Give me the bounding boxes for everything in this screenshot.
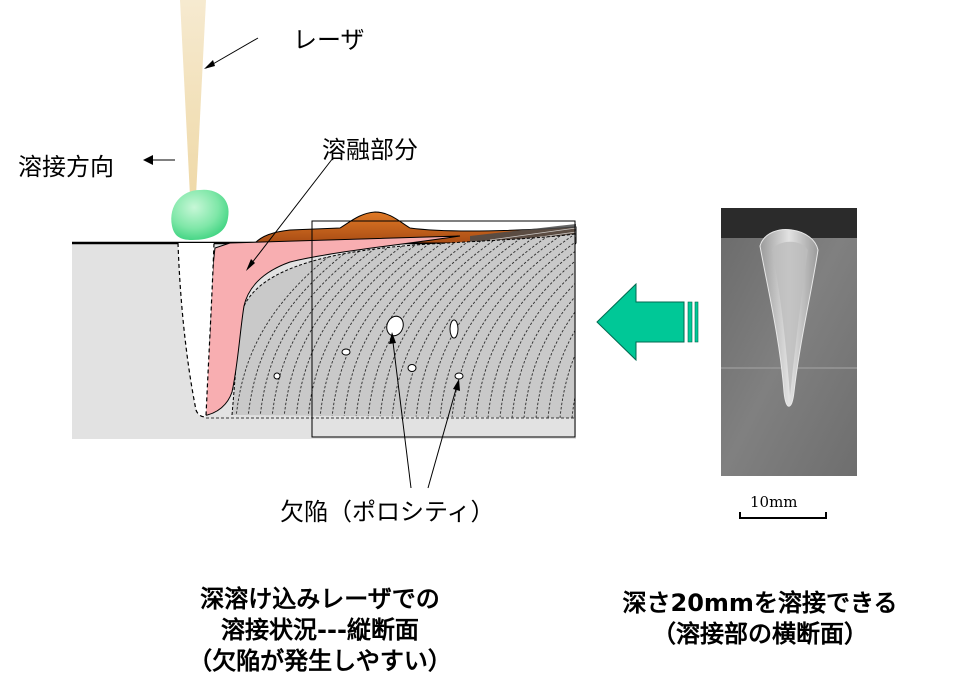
solidification-line — [283, 235, 405, 418]
solidification-line — [319, 235, 441, 418]
solidification-line — [271, 235, 393, 418]
solidification-line — [451, 235, 573, 418]
solidification-line — [295, 235, 417, 418]
left-caption: 深溶け込みレーザでの 溶接状況---縦断面 （欠陥が発生しやすい） — [150, 584, 490, 677]
defect-label: 欠陥（ポロシティ） — [280, 498, 495, 526]
solidification-line — [427, 235, 549, 418]
solidification-line — [547, 235, 575, 418]
laser-pointer-head — [204, 60, 215, 69]
left-caption-line-2: 溶接状況---縦断面 — [221, 616, 419, 644]
solidification-line — [535, 235, 575, 418]
keyhole — [177, 242, 215, 418]
solidification-line — [559, 235, 575, 418]
pore-tall — [449, 319, 459, 339]
defect-pointer-line-2 — [427, 381, 459, 489]
laser-label: レーザ — [293, 26, 365, 54]
scale-bar — [739, 512, 827, 519]
solidification-line — [259, 235, 381, 418]
scale-label: 10mm — [750, 493, 798, 511]
cross-section-photo — [721, 208, 857, 476]
molten-part-label: 溶融部分 — [322, 136, 418, 164]
porosity-bubbles — [273, 315, 464, 380]
solidification-line — [475, 235, 575, 418]
laser-pointer-line — [205, 37, 259, 69]
pore-small-3 — [454, 372, 464, 380]
fat-arrow-left-icon — [596, 282, 699, 362]
defect-pointer-head-2 — [453, 379, 460, 391]
solidification-line — [343, 235, 465, 418]
right-caption: 深さ20mmを溶接できる （溶接部の横断面） — [600, 588, 920, 650]
right-caption-line-1: 深さ20mmを溶接できる — [622, 589, 898, 617]
left-caption-line-1: 深溶け込みレーザでの — [200, 585, 440, 613]
arrow-left-icon — [143, 155, 153, 165]
pore-small-4 — [273, 372, 281, 380]
solidification-line — [463, 235, 575, 418]
defect-pointer-line-1 — [391, 333, 412, 489]
plasma-plume — [171, 189, 229, 240]
solidification-line — [235, 235, 357, 418]
weld-direction-label: 溶接方向 — [18, 153, 114, 181]
solidification-line — [439, 235, 561, 418]
solidification-line — [307, 235, 429, 418]
molten-pointer-head — [246, 259, 255, 271]
magnified-frame — [311, 220, 576, 438]
solidification-line — [403, 235, 525, 418]
left-caption-line-3: （欠陥が発生しやすい） — [188, 647, 452, 675]
molten-pointer-line — [247, 157, 334, 269]
defect-pointer-head-1 — [389, 332, 396, 344]
solidification-line — [487, 235, 575, 418]
annotation-arrowheads — [143, 60, 460, 391]
pore-small-1 — [341, 348, 351, 356]
solidification-line — [355, 235, 477, 418]
solidification-line — [511, 235, 575, 418]
solidification-line — [391, 235, 513, 418]
solidification-line — [523, 235, 575, 418]
laser-beam — [180, 0, 206, 196]
solidification-line — [415, 235, 537, 418]
right-caption-line-2: （溶接部の横断面） — [652, 620, 868, 648]
solidification-lines — [235, 235, 575, 418]
solidification-line — [367, 235, 489, 418]
solidification-line — [499, 235, 575, 418]
solidification-line — [379, 235, 501, 418]
solidification-line — [331, 235, 453, 418]
solidification-line — [247, 235, 369, 418]
pore-small-2 — [407, 364, 417, 372]
